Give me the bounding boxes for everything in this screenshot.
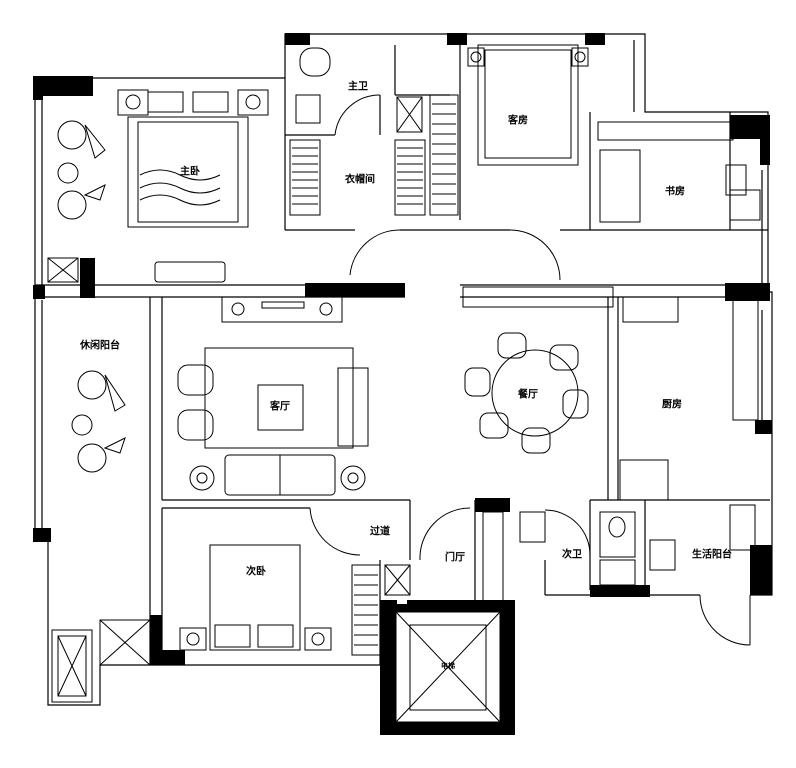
bath-fixtures: [295, 47, 676, 586]
guest-bed: [467, 44, 589, 166]
master-bed: [117, 89, 269, 228]
elevator-core: [380, 598, 515, 735]
study-furniture: [599, 149, 761, 223]
label-elevator: 电梯: [441, 662, 455, 670]
tv-cabinet: [154, 261, 343, 323]
exterior-wall-left: [34, 78, 150, 706]
second-bed: [179, 544, 332, 651]
label-living-room: 客厅: [270, 401, 290, 413]
door-swings: [309, 94, 751, 646]
label-dining-room: 餐厅: [518, 389, 538, 401]
label-foyer: 门厅: [445, 552, 465, 564]
label-corridor: 过道: [370, 526, 390, 538]
label-study: 书房: [665, 186, 685, 198]
label-master-bath: 主卫: [348, 81, 368, 93]
lounge-chairs: [57, 120, 126, 473]
shaft-bottom-left: [47, 96, 423, 703]
exterior-wall-top: [35, 33, 769, 292]
label-service-balcony: 生活阳台: [692, 549, 732, 561]
living-sofa: [177, 347, 369, 496]
cabinets: [462, 121, 759, 551]
label-guest-room: 客房: [508, 115, 528, 127]
wardrobes: [289, 94, 504, 656]
dining-table: [464, 332, 589, 454]
label-walk-in-closet: 衣帽间: [345, 174, 375, 186]
label-master-bedroom: 主卧: [180, 166, 200, 178]
label-kitchen: 厨房: [662, 399, 682, 411]
label-leisure-balcony: 休闲阳台: [80, 340, 120, 352]
label-second-bedroom: 次卧: [246, 566, 266, 578]
label-secondary-bath: 次卫: [562, 549, 582, 561]
structural-columns: [33, 33, 772, 665]
